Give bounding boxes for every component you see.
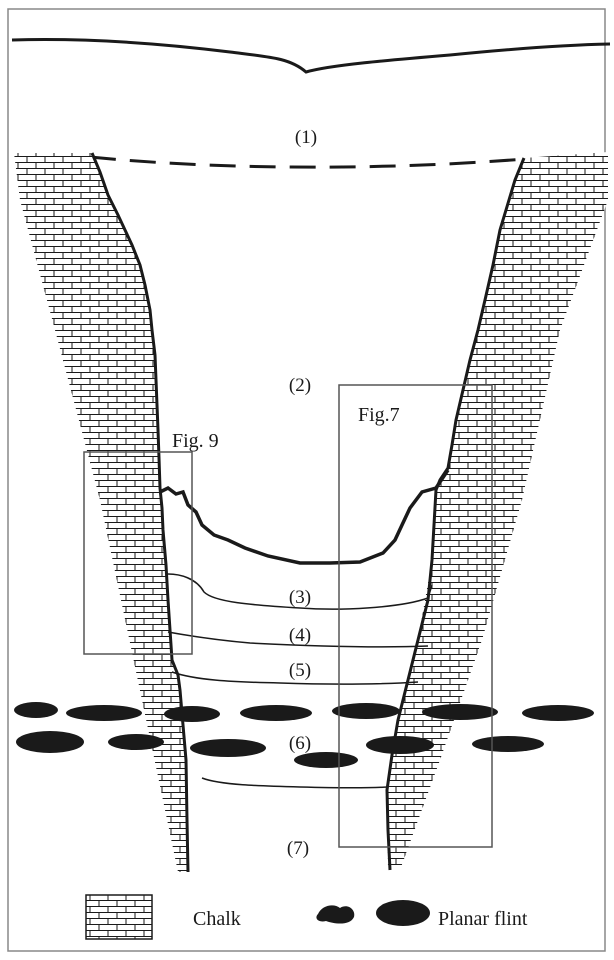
layer1-base-dashed <box>90 157 525 167</box>
layer-label-2: (2) <box>289 375 311 396</box>
layer2-base <box>160 470 448 563</box>
flint-band-upper <box>14 702 594 722</box>
layer-label-1: (1) <box>295 127 317 148</box>
ground-surface <box>12 40 610 73</box>
right-chalk-wall <box>387 152 608 870</box>
legend-chalk-label: Chalk <box>193 908 241 930</box>
layer-label-4: (4) <box>289 625 311 646</box>
layer-label-3: (3) <box>289 587 311 608</box>
legend-flint-swatch <box>316 900 430 926</box>
legend-flint-label: Planar flint <box>438 908 528 930</box>
layer-label-7: (7) <box>287 838 309 859</box>
layer6-base <box>202 778 388 788</box>
layer-label-6: (6) <box>289 733 311 754</box>
flint-band-lower <box>16 731 544 768</box>
fig7-label: Fig.7 <box>358 404 400 426</box>
layer-label-5: (5) <box>289 660 311 681</box>
fig9-label: Fig. 9 <box>172 430 219 452</box>
legend-chalk-swatch <box>86 895 152 939</box>
